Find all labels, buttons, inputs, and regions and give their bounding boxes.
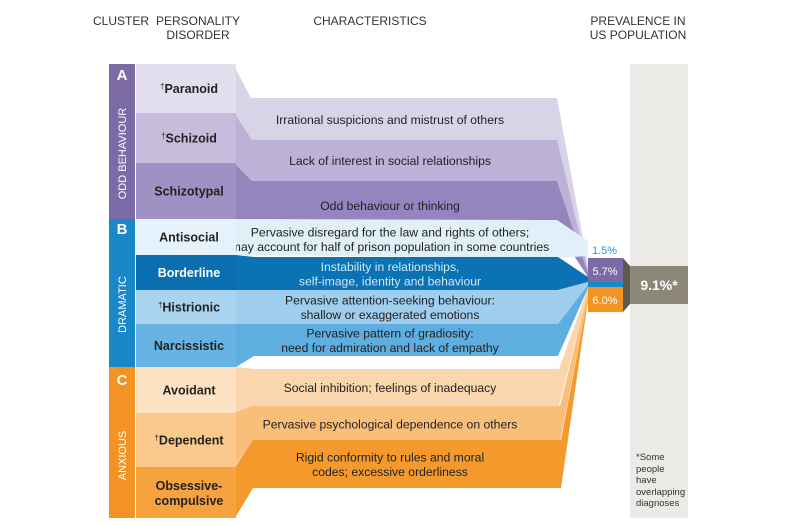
cluster-name-anxious: ANXIOUS [117,431,129,481]
disorder-box-borderline [136,255,236,290]
disorder-name-avoidant: Avoidant [162,384,216,398]
band-borderline [236,255,588,290]
dagger-mark: † [161,132,165,141]
header-personality-disorder: PERSONALITY DISORDER [155,14,241,42]
characteristic-obsessive-compulsive: Rigid conformity to rules and moral [296,450,484,464]
disorder-box-antisocial [136,219,236,255]
cluster-strip-odd-behaviour [109,64,135,219]
characteristic-avoidant: Social inhibition; feelings of inadequac… [284,381,498,395]
cluster-letter-a: A [117,67,128,84]
prevalence-bar-cluster-b [588,282,623,287]
header-cluster: CLUSTER [92,14,149,28]
total-prevalence: 9.1%* [640,277,678,293]
cluster-strip-anxious [109,367,135,518]
prevalence-cluster-b: 1.5% [592,245,617,257]
disorder-box-schizotypal [136,163,236,219]
band-antisocial [236,219,588,258]
disorder-box-avoidant [136,367,236,413]
disorder-name-narcissistic: Narcissistic [154,339,224,353]
band-narcissistic [236,285,588,367]
prevalence-cluster-a: 5.7% [592,266,617,278]
band-paranoid [233,64,588,270]
band-avoidant [236,288,588,413]
disorder-name-borderline: Borderline [158,266,221,280]
characteristic-histrionic: shallow or exaggerated emotions [301,308,480,322]
disorder-box-schizoid [136,113,236,163]
prevalence-box-cluster-c [588,287,623,312]
dagger-mark: † [158,301,162,310]
disorder-name-antisocial: Antisocial [159,231,219,245]
header-prevalence: PREVALENCE IN US POPULATION [589,14,687,42]
header-characteristics: CHARACTERISTICS [313,14,427,28]
disorder-box-paranoid [136,64,236,113]
disorder-name-obsessive-compulsive-2: compulsive [155,494,224,508]
band-histrionic [236,282,588,324]
characteristic-narcissistic: need for admiration and lack of empathy [281,341,499,355]
characteristic-borderline: Instability in relationships, [321,260,460,274]
disorder-name-schizotypal: Schizotypal [154,185,223,199]
characteristic-narcissistic: Pervasive pattern of gradiosity: [306,326,473,340]
band-obsessive-compulsive [235,297,588,518]
disorder-box-obsessive-compulsive [136,467,236,518]
characteristic-borderline: self-image, identity and behaviour [299,274,481,288]
characteristic-schizoid: Lack of interest in social relationships [289,154,491,168]
prevalence-box-cluster-a [588,258,623,282]
characteristic-antisocial: Pervasive disregard for the law and righ… [251,225,529,239]
dagger-mark: † [154,434,158,443]
connector-wedge [623,258,630,312]
disorder-name-dependent: †Dependent [154,434,224,448]
characteristic-dependent: Pervasive psychological dependence on ot… [263,418,518,432]
characteristic-obsessive-compulsive: codes; excessive orderliness [312,465,468,479]
disorder-name-paranoid: †Paranoid [160,82,218,96]
total-box [630,266,688,304]
cluster-letter-c: C [117,372,128,389]
characteristic-antisocial: may account for half of prison populatio… [231,240,549,254]
disorder-box-histrionic [136,290,236,324]
cluster-strip-dramatic [109,219,135,367]
cluster-name-dramatic: DRAMATIC [117,276,129,333]
cluster-name-odd-behaviour: ODD BEHAVIOUR [117,108,129,200]
band-dependent [234,292,588,467]
characteristic-paranoid: Irrational suspicions and mistrust of ot… [276,113,504,127]
disorder-name-obsessive-compulsive: Obsessive- [156,479,223,493]
cluster-letter-b: B [117,221,128,238]
disorder-name-schizoid: †Schizoid [161,132,217,146]
band-schizoid [234,113,588,273]
dagger-mark: † [160,82,164,91]
disorder-name-histrionic: †Histrionic [158,301,220,315]
disorder-box-dependent [136,413,236,467]
characteristic-schizotypal: Odd behaviour or thinking [320,199,460,213]
characteristic-histrionic: Pervasive attention-seeking behaviour: [285,293,495,307]
disorder-box-narcissistic [136,324,236,367]
prevalence-cluster-c: 6.0% [592,295,617,307]
footnote-overlapping-diagnoses: *Some people have overlapping diagnoses [636,452,686,509]
